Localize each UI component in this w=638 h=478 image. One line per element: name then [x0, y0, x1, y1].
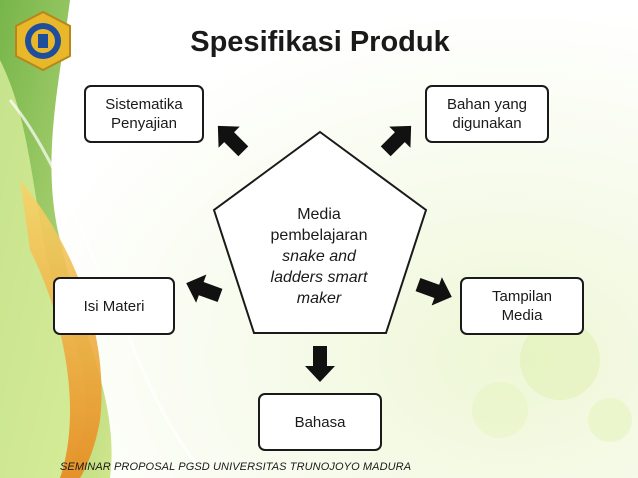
- bokeh-circle: [588, 398, 632, 442]
- arrow-to-isi-materi: [186, 274, 223, 303]
- node-label: Media: [501, 307, 543, 324]
- bokeh-circle: [472, 382, 528, 438]
- node-bahan-yang-digunakan: Bahan yang digunakan: [425, 85, 549, 143]
- node-label: Sistematika: [105, 96, 183, 113]
- bokeh-circle: [520, 320, 600, 400]
- university-logo: [15, 10, 71, 72]
- center-line: Media: [297, 206, 341, 223]
- center-line: pembelajaran: [270, 227, 368, 244]
- node-label: Isi Materi: [83, 297, 145, 315]
- center-line: maker: [296, 290, 342, 307]
- node-label: Bahasa: [294, 413, 346, 431]
- page-title: Spesifikasi Produk: [190, 26, 450, 58]
- arrow-to-tampilan: [415, 277, 452, 306]
- center-label: Media pembelajaran snake and ladders sma…: [250, 204, 388, 309]
- node-label: Penyajian: [111, 115, 177, 132]
- node-label: digunakan: [452, 115, 522, 132]
- node-bahasa: Bahasa: [258, 393, 382, 451]
- node-isi-materi: Isi Materi: [53, 277, 175, 335]
- node-label: Tampilan: [491, 288, 553, 305]
- arrow-to-sistematika: [217, 125, 249, 157]
- center-pentagon: [212, 130, 428, 334]
- node-label: Bahan yang: [446, 96, 528, 113]
- arrow-to-bahasa: [305, 346, 335, 382]
- center-line: snake and: [282, 248, 356, 265]
- node-sistematika-penyajian: Sistematika Penyajian: [84, 85, 204, 143]
- arrow-to-bahan: [380, 125, 412, 157]
- node-tampilan-media: Tampilan Media: [460, 277, 584, 335]
- footer-text: SEMINAR PROPOSAL PGSD UNIVERSITAS TRUNOJ…: [60, 461, 412, 473]
- center-line: ladders smart: [270, 269, 368, 286]
